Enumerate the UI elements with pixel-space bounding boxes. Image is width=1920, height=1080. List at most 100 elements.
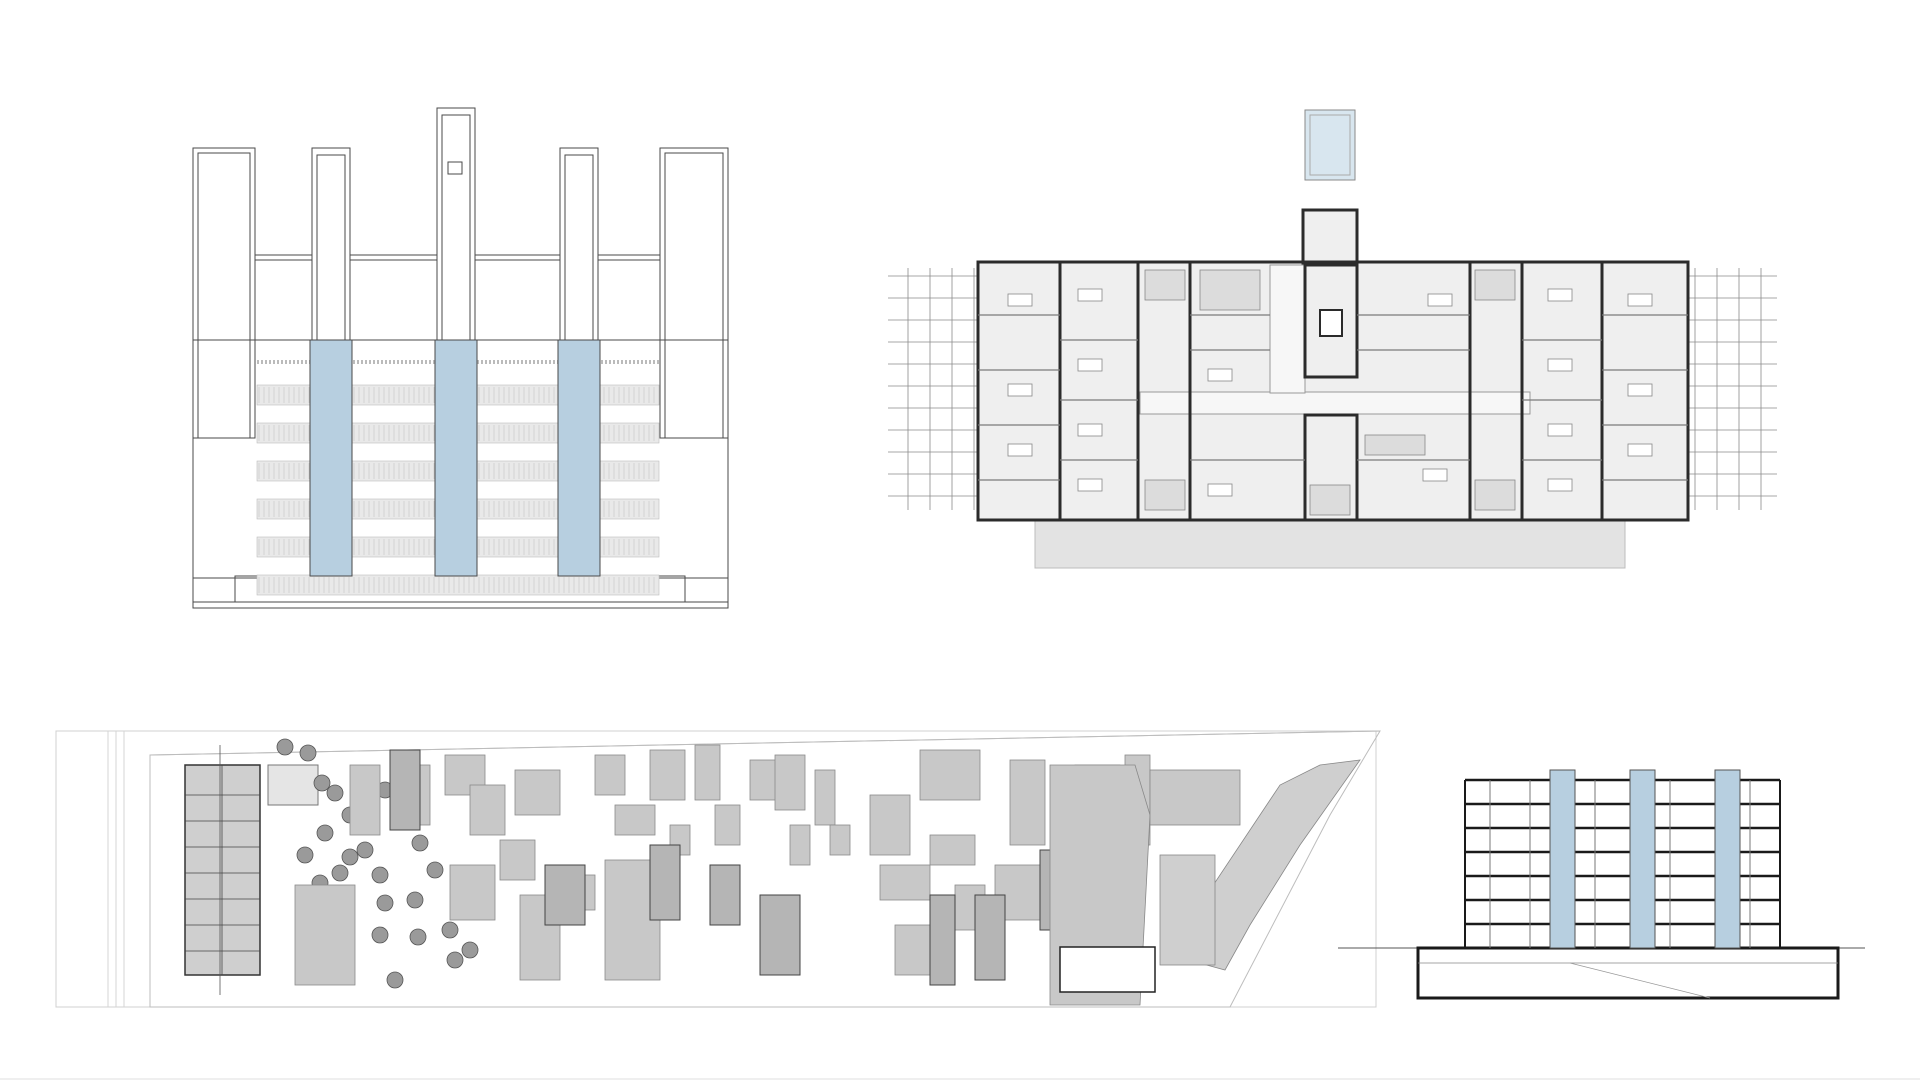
site-open-lot: [1059, 946, 1156, 993]
plan-bathroom: [1474, 269, 1516, 301]
section-drawing: [1330, 760, 1890, 1010]
site-neighbour-building: [919, 749, 981, 801]
site-detailed-building: [389, 749, 421, 831]
plan-furniture: [1207, 368, 1233, 382]
plan-unit-wall: [1303, 413, 1359, 522]
site-detailed-building: [759, 894, 801, 976]
plan-furniture: [1627, 443, 1653, 457]
site-street-edge: [149, 730, 1381, 756]
elevation-end-tower: [659, 147, 729, 439]
site-neighbour-building: [774, 754, 806, 811]
site-neighbour-building: [449, 864, 496, 921]
elevation-end-tower: [664, 152, 724, 439]
plan-bathroom: [1309, 484, 1351, 516]
floor-plan-svg: [888, 109, 1777, 569]
plan-corridor: [1269, 264, 1306, 394]
site-warehouse: [1159, 854, 1216, 966]
tree-icon: [386, 971, 404, 989]
site-neighbour-building: [814, 769, 836, 826]
section-svg: [1338, 769, 1865, 1000]
plan-furniture: [1547, 423, 1573, 437]
tree-icon: [341, 848, 359, 866]
site-neighbour-building: [714, 804, 741, 846]
elevation-svg: [192, 107, 729, 609]
site-neighbour-building: [469, 784, 506, 836]
tree-icon: [276, 738, 294, 756]
elevation-vent: [447, 161, 463, 175]
elevation-core-tower: [441, 114, 471, 341]
tree-icon: [441, 921, 459, 939]
plan-furniture: [1207, 483, 1233, 497]
tree-icon: [313, 774, 331, 792]
plan-lift: [1319, 309, 1343, 337]
elevation-core-tower: [316, 154, 346, 341]
tree-icon: [446, 951, 464, 969]
site-detailed-building: [974, 894, 1006, 981]
site-neighbour-building: [514, 769, 561, 816]
site-neighbour-building: [929, 834, 976, 866]
elevation-core-tower: [559, 147, 599, 341]
site-neighbour-building: [829, 824, 851, 856]
elevation-glazed-core: [309, 339, 353, 577]
plan-furniture: [1422, 468, 1448, 482]
elevation-glazed-core: [434, 339, 478, 577]
plan-bathroom: [1199, 269, 1261, 311]
site-plan-drawing: [50, 725, 1390, 1015]
elevation-core-tower: [564, 154, 594, 341]
site-warehouse: [1049, 764, 1151, 1006]
plan-furniture: [1627, 293, 1653, 307]
site-neighbour-building: [594, 754, 626, 796]
site-neighbour-building: [869, 794, 911, 856]
site-detailed-building: [929, 894, 956, 986]
elevation-end-tower: [197, 152, 251, 439]
section-ramp: [1569, 962, 1711, 999]
plan-furniture: [1077, 478, 1103, 492]
site-neighbour-building: [649, 749, 686, 801]
elevation-core-tower: [436, 107, 476, 341]
sheet-bottom-rule: [0, 1078, 1920, 1080]
site-detailed-building: [544, 864, 586, 926]
plan-unit-wall: [1468, 260, 1524, 522]
tree-icon: [411, 834, 429, 852]
plan-furniture: [1007, 443, 1033, 457]
plan-bathroom: [1474, 479, 1516, 511]
plan-unit-wall: [1136, 260, 1192, 522]
tree-icon: [376, 894, 394, 912]
plan-furniture: [1627, 383, 1653, 397]
plan-furniture: [1427, 293, 1453, 307]
plan-bathroom: [1364, 434, 1426, 456]
section-glazed-core: [1549, 769, 1576, 949]
plan-furniture: [1077, 358, 1103, 372]
site-plan-svg: [55, 730, 1381, 1008]
plan-furniture: [1077, 288, 1103, 302]
tree-icon: [371, 926, 389, 944]
tree-icon: [299, 744, 317, 762]
plan-stair-tower: [1309, 114, 1351, 176]
plan-stair-tower: [1304, 109, 1356, 181]
elevation-drawing: [185, 100, 735, 620]
tree-icon: [326, 784, 344, 802]
site-neighbour-building: [694, 744, 721, 801]
tree-icon: [296, 846, 314, 864]
site-detailed-building: [709, 864, 741, 926]
site-neighbour-building: [879, 864, 931, 901]
plan-terrace-slab: [1034, 517, 1626, 569]
site-neighbour-building: [499, 839, 536, 881]
elevation-glazed-core: [557, 339, 601, 577]
site-neighbour-building: [294, 884, 356, 986]
site-neighbour-building: [789, 824, 811, 866]
tree-icon: [406, 891, 424, 909]
site-angled-building: [1169, 759, 1361, 971]
tree-icon: [356, 841, 374, 859]
plan-furniture: [1007, 383, 1033, 397]
plan-furniture: [1547, 478, 1573, 492]
plan-core-wall: [1301, 208, 1359, 267]
site-neighbour-building: [1009, 759, 1046, 846]
section-basement: [1416, 946, 1840, 1000]
plan-furniture: [1007, 293, 1033, 307]
plan-furniture: [1547, 358, 1573, 372]
section-glazed-core: [1629, 769, 1656, 949]
tree-icon: [409, 928, 427, 946]
tree-icon: [331, 864, 349, 882]
